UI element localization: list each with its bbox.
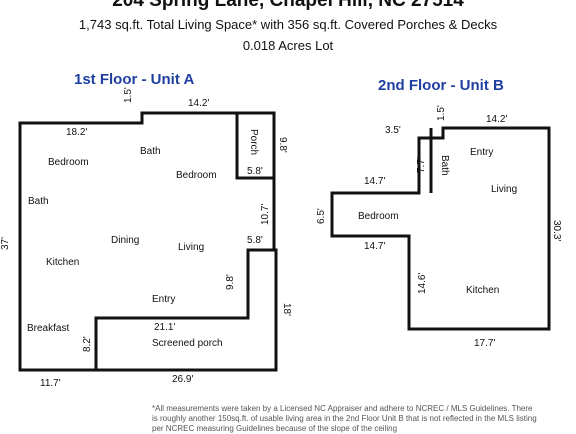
dimension-label: 26.9' — [172, 374, 193, 385]
room-label-entry: Entry — [470, 147, 493, 158]
room-label-bath: Bath — [439, 155, 450, 176]
dimension-label: 1.5' — [123, 87, 134, 103]
room-label-dining: Dining — [111, 235, 139, 246]
dimension-label: 14.6' — [417, 273, 428, 294]
dimension-label: 30.3' — [551, 220, 562, 241]
room-label-bath: Bath — [140, 146, 161, 157]
property-address: 204 Spring Lane, Chapel Hill, NC 27514 — [112, 0, 464, 11]
dimension-label: 5.8' — [247, 166, 263, 177]
dimension-label: 18' — [281, 303, 292, 316]
dimension-label: 9.8' — [277, 137, 288, 153]
dimension-label: 37' — [0, 237, 11, 250]
room-label-living: Living — [491, 184, 517, 195]
dimension-label: 14.7' — [364, 241, 385, 252]
measurement-disclaimer: *All measurements were taken by a Licens… — [152, 404, 576, 434]
room-label-entry: Entry — [152, 294, 175, 305]
dimension-label: 14.2' — [486, 114, 507, 125]
dimension-label: 3.5' — [385, 125, 401, 136]
room-label-living: Living — [178, 242, 204, 253]
dimension-label: 8.2' — [82, 336, 93, 352]
room-label-bedroom: Bedroom — [176, 170, 217, 181]
unit-a-title: 1st Floor - Unit A — [74, 71, 195, 88]
dimension-label: 21.1' — [154, 322, 175, 333]
room-label-kitchen: Kitchen — [466, 285, 499, 296]
room-label-breakfast: Breakfast — [27, 323, 69, 334]
unit-b-outline — [330, 126, 551, 331]
dimension-label: 1.5' — [436, 105, 447, 121]
disclaimer-line: per NCREC measuring Guidelines because o… — [152, 424, 398, 433]
room-label-porch: Porch — [248, 129, 259, 155]
room-label-screened-porch: Screened porch — [152, 338, 223, 349]
disclaimer-line: is roughly another 150sq.ft. of usable l… — [152, 414, 537, 423]
dimension-label: 17.7' — [474, 338, 495, 349]
dimension-label: 14.2' — [188, 98, 209, 109]
unit-a-screened-porch-wall — [94, 248, 276, 370]
room-label-bedroom: Bedroom — [48, 157, 89, 168]
dimension-label: 10.7' — [260, 204, 271, 225]
room-label-bath: Bath — [28, 196, 49, 207]
dimension-label: 11.7' — [40, 378, 61, 389]
room-label-kitchen: Kitchen — [46, 257, 79, 268]
living-space-summary: 1,743 sq.ft. Total Living Space* with 35… — [78, 17, 498, 32]
dimension-label: 7.7' — [416, 157, 427, 173]
unit-b-title: 2nd Floor - Unit B — [378, 77, 504, 94]
dimension-label: 14.7' — [364, 176, 385, 187]
lot-size: 0.018 Acres Lot — [242, 38, 334, 53]
room-label-bedroom: Bedroom — [358, 211, 399, 222]
disclaimer-line: *All measurements were taken by a Licens… — [152, 404, 533, 413]
unit-a-porch-box — [235, 113, 274, 180]
dimension-label: 5.8' — [247, 235, 263, 246]
dimension-label: 9.8' — [225, 274, 236, 290]
dimension-label: 6.5' — [316, 208, 327, 224]
dimension-label: 18.2' — [66, 127, 87, 138]
